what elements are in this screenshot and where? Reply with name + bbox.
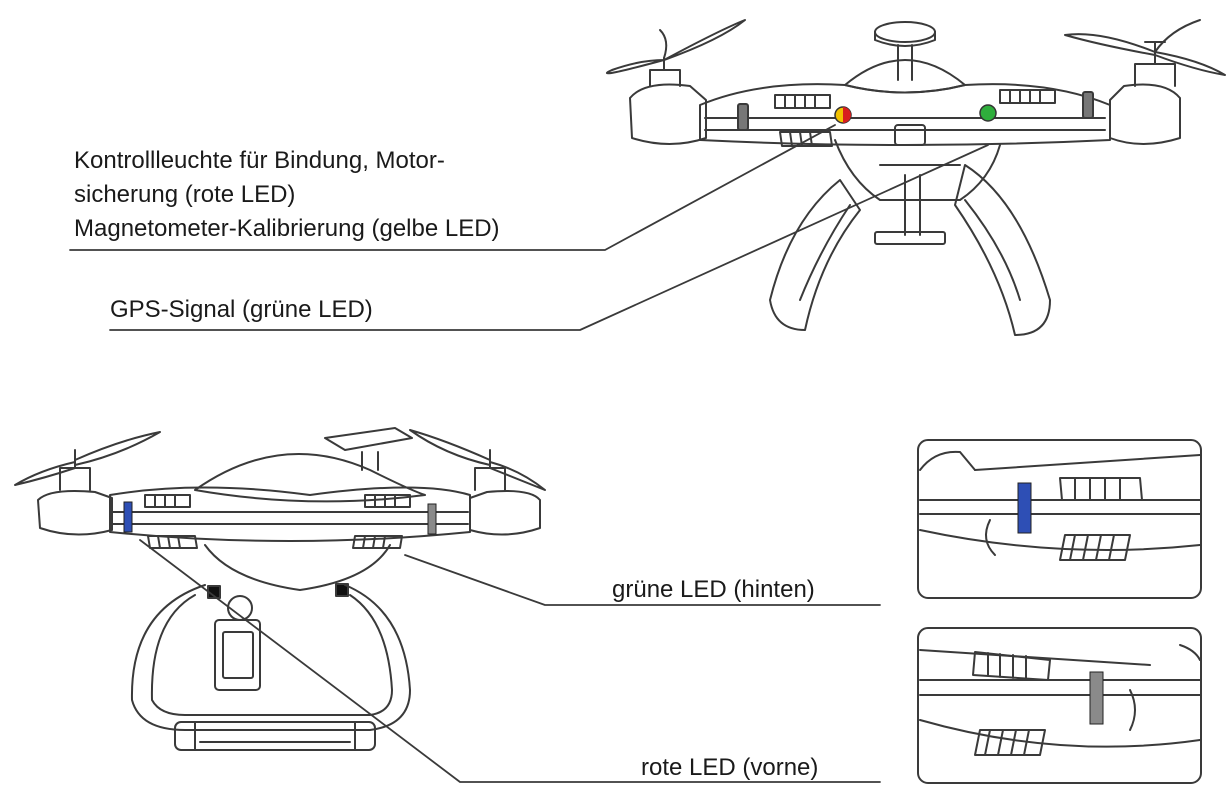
top-drone-illustration (606, 19, 1226, 336)
leader-line-green-rear (404, 554, 881, 606)
top-drone-motor-left (629, 83, 707, 145)
top-drone-gps-antenna (874, 21, 936, 43)
bottom-drone-skid-bar (174, 721, 376, 751)
led-blue-bottom (123, 501, 133, 533)
bottom-drone-gps-antenna (324, 427, 413, 451)
bottom-drone-camera (214, 619, 261, 691)
leader-line-red-front (139, 539, 881, 783)
bottom-drone-canopy (194, 453, 426, 503)
top-drone-leg-right (954, 164, 1051, 336)
label-binding-line1: Kontrollleuchte für Bindung, Motor- (74, 147, 445, 174)
leader-line-gps (109, 144, 989, 331)
top-drone-body (699, 83, 1111, 146)
led-grey-bottom (427, 503, 437, 535)
leader-lines (69, 124, 989, 783)
top-drone-belly (834, 139, 1001, 201)
bottom-drone-body (109, 486, 471, 542)
bottom-drone-motor-right (469, 490, 541, 536)
top-drone-prop-right (1064, 33, 1226, 76)
led-grey-inset (1089, 671, 1104, 725)
top-drone-canopy (844, 59, 966, 94)
label-red-front-led: rote LED (vorne) (641, 754, 819, 781)
led-gps-green-top (979, 104, 997, 122)
leader-line-binding (69, 124, 836, 251)
led-markers (123, 104, 1104, 725)
label-green-rear-led: grüne LED (hinten) (612, 576, 815, 603)
led-blue-inset (1017, 482, 1032, 534)
bottom-drone-illustration (14, 427, 546, 751)
inset-red-led-closeup (917, 627, 1202, 784)
top-drone-motor-right (1109, 83, 1181, 145)
label-binding-line2: sicherung (rote LED) (74, 181, 296, 208)
label-binding-led: Kontrollleuchte für Bindung, Motor- sich… (74, 144, 500, 246)
top-drone-camera-plate (874, 231, 946, 245)
label-binding-line3: Magnetometer-Kalibrierung (gelbe LED) (74, 215, 500, 242)
label-gps-led: GPS-Signal (grüne LED) (110, 296, 373, 323)
top-drone-leg-left (769, 179, 861, 331)
bottom-drone-landing-gear (130, 584, 411, 731)
top-drone-prop-left (606, 19, 746, 75)
bottom-drone-motor-left (37, 490, 113, 536)
inset-green-led-closeup (917, 439, 1202, 599)
